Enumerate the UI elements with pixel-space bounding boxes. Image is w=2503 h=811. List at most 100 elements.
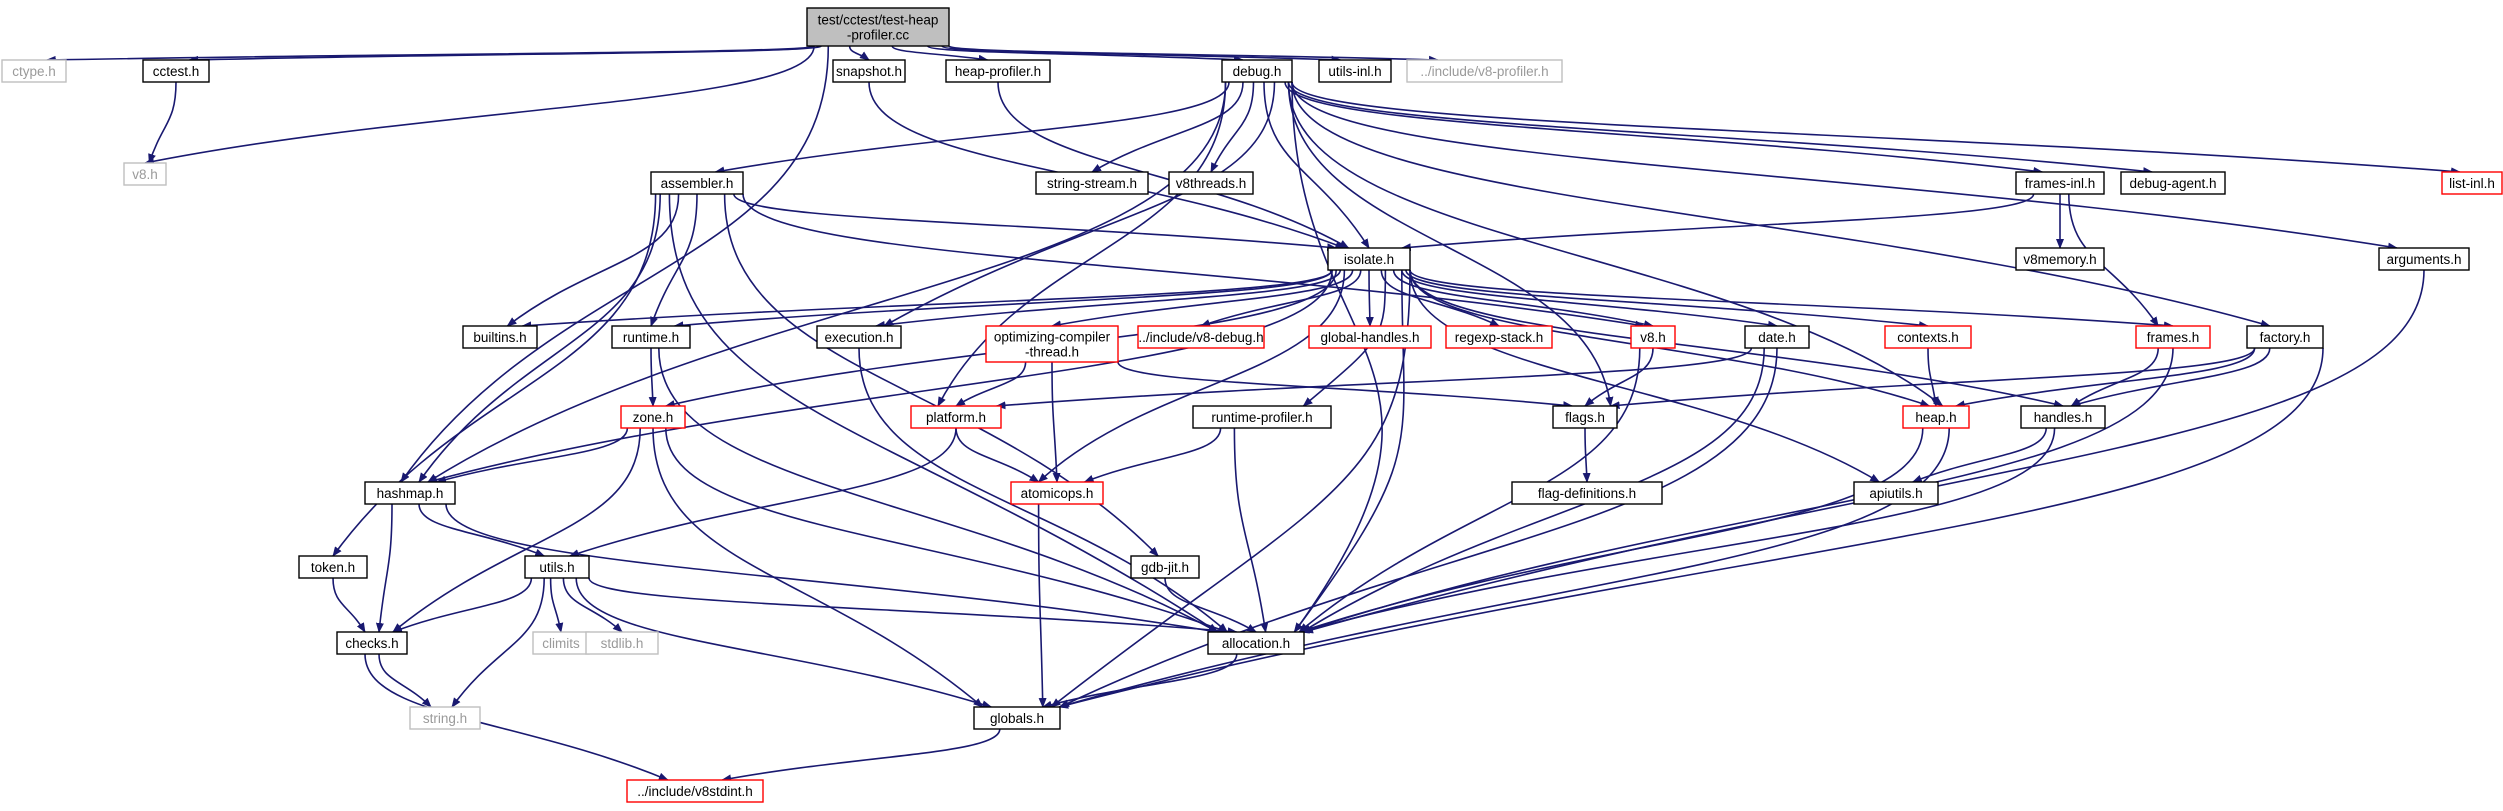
node-handles[interactable]: handles.h [2020, 405, 2106, 429]
node-box [611, 325, 691, 349]
node-box [1744, 325, 1810, 349]
node-cctest[interactable]: cctest.h [142, 59, 210, 83]
node-v8threads[interactable]: v8threads.h [1168, 171, 1254, 195]
node-label: allocation.h [1222, 636, 1290, 651]
node-label: string.h [423, 711, 467, 726]
node-runtime[interactable]: runtime.h [611, 325, 691, 349]
node-checks[interactable]: checks.h [336, 631, 408, 655]
node-box [2120, 171, 2226, 195]
node-box [816, 325, 902, 349]
node-arguments[interactable]: arguments.h [2378, 247, 2470, 271]
node-platform[interactable]: platform.h [910, 405, 1002, 429]
node-execution[interactable]: execution.h [816, 325, 902, 349]
node-climits[interactable]: climits [532, 631, 590, 655]
edge-isolate-to-v8_red [1392, 269, 1654, 329]
node-frames[interactable]: frames.h [2135, 325, 2211, 349]
node-box [1327, 247, 1411, 271]
node-factory[interactable]: factory.h [2246, 325, 2324, 349]
edge-debug-to-heap [1287, 81, 1944, 407]
edge-root-to-ctype [45, 45, 815, 64]
edge-debug-to-isolate [1263, 81, 1370, 249]
edge-utils-to-climits [549, 577, 564, 633]
node-stdlib[interactable]: stdlib.h [585, 631, 659, 655]
node-ctype[interactable]: ctype.h [1, 59, 67, 83]
node-string-h[interactable]: string.h [409, 706, 481, 730]
node-list-inl[interactable]: list-inl.h [2441, 171, 2503, 195]
node-apiutils[interactable]: apiutils.h [1853, 481, 1939, 505]
node-label: ../include/v8-profiler.h [1420, 64, 1548, 79]
edge-assembler-to-isolate [733, 193, 1338, 252]
node-gdb-jit[interactable]: gdb-jit.h [1130, 555, 1200, 579]
node-box [910, 405, 1002, 429]
edge-root-to-heap_profiler [891, 45, 989, 63]
node-box [806, 7, 950, 47]
edge-isolate-to-heap [1409, 269, 1931, 407]
node-v8stdint[interactable]: ../include/v8stdint.h [626, 779, 764, 803]
edge-gdb_jit-to-allocation [1164, 577, 1257, 633]
node-frames-inl[interactable]: frames-inl.h [2015, 171, 2105, 195]
node-label: heap.h [1915, 410, 1956, 425]
node-snapshot[interactable]: snapshot.h [832, 59, 906, 83]
node-globals[interactable]: globals.h [973, 706, 1061, 730]
node-debug[interactable]: debug.h [1221, 59, 1293, 83]
node-flag-definitions[interactable]: flag-definitions.h [1511, 481, 1663, 505]
node-allocation[interactable]: allocation.h [1207, 631, 1305, 655]
edge-debug-to-list_inl [1291, 81, 2461, 176]
node-label: list-inl.h [2449, 176, 2495, 191]
node-token[interactable]: token.h [298, 555, 368, 579]
node-contexts[interactable]: contexts.h [1884, 325, 1972, 349]
node-box [650, 171, 744, 195]
node-root[interactable]: test/cctest/test-heap-profiler.cc [806, 7, 950, 47]
node-zone[interactable]: zone.h [620, 405, 686, 429]
node-string-stream[interactable]: string-stream.h [1035, 171, 1149, 195]
edge-debug-to-platform [937, 81, 1227, 407]
edge-root-to-snapshot [848, 45, 870, 61]
node-include-v8-debug[interactable]: ../include/v8-debug.h [1137, 325, 1265, 349]
node-label: -thread.h [1025, 345, 1079, 360]
edge-platform-to-atomicops [955, 427, 1040, 483]
edge-optimizing-to-platform [955, 361, 1027, 407]
node-label: assembler.h [661, 176, 734, 191]
node-box [1221, 59, 1293, 83]
node-label: execution.h [824, 330, 893, 345]
edge-runtime_profiler-to-atomicops [1083, 427, 1222, 483]
node-v8memory[interactable]: v8memory.h [2015, 247, 2105, 271]
node-optimizing[interactable]: optimizing-compiler-thread.h [985, 325, 1119, 363]
node-label: arguments.h [2386, 252, 2461, 267]
edge-runtime-to-zone [648, 347, 657, 407]
node-utils[interactable]: utils.h [524, 555, 590, 579]
edge-isolate-to-handles [1409, 269, 2064, 408]
node-box [2246, 325, 2324, 349]
node-date[interactable]: date.h [1744, 325, 1810, 349]
node-include-v8-profiler[interactable]: ../include/v8-profiler.h [1406, 59, 1563, 83]
node-assembler[interactable]: assembler.h [650, 171, 744, 195]
node-box [462, 325, 538, 349]
edge-utils-to-allocation [588, 577, 1238, 636]
node-box [2441, 171, 2503, 195]
node-box [2135, 325, 2211, 349]
node-v8-red[interactable]: v8.h [1630, 325, 1676, 349]
node-global-handles[interactable]: global-handles.h [1308, 325, 1432, 349]
node-heap-profiler[interactable]: heap-profiler.h [945, 59, 1051, 83]
node-utils-inl[interactable]: utils-inl.h [1318, 59, 1392, 83]
node-runtime-profiler[interactable]: runtime-profiler.h [1192, 405, 1332, 429]
node-heap[interactable]: heap.h [1902, 405, 1970, 429]
node-label: platform.h [926, 410, 986, 425]
node-label: v8memory.h [2023, 252, 2096, 267]
node-flags[interactable]: flags.h [1552, 405, 1618, 429]
edge-hashmap-to-checks [375, 503, 393, 633]
edge-isolate-to-optimizing [1051, 269, 1354, 329]
node-box [298, 555, 368, 579]
node-regexp-stack[interactable]: regexp-stack.h [1445, 325, 1553, 349]
node-atomicops[interactable]: atomicops.h [1010, 481, 1104, 505]
node-hashmap[interactable]: hashmap.h [364, 481, 456, 505]
node-label: flag-definitions.h [1538, 486, 1636, 501]
node-builtins[interactable]: builtins.h [462, 325, 538, 349]
edge-handles-to-apiutils [1911, 427, 2047, 483]
node-label: flags.h [1565, 410, 1605, 425]
node-v8-h[interactable]: v8.h [123, 162, 167, 186]
edge-flags-to-flag_definitions [1582, 427, 1591, 483]
node-debug-agent[interactable]: debug-agent.h [2120, 171, 2226, 195]
node-label: globals.h [990, 711, 1044, 726]
node-isolate[interactable]: isolate.h [1327, 247, 1411, 271]
